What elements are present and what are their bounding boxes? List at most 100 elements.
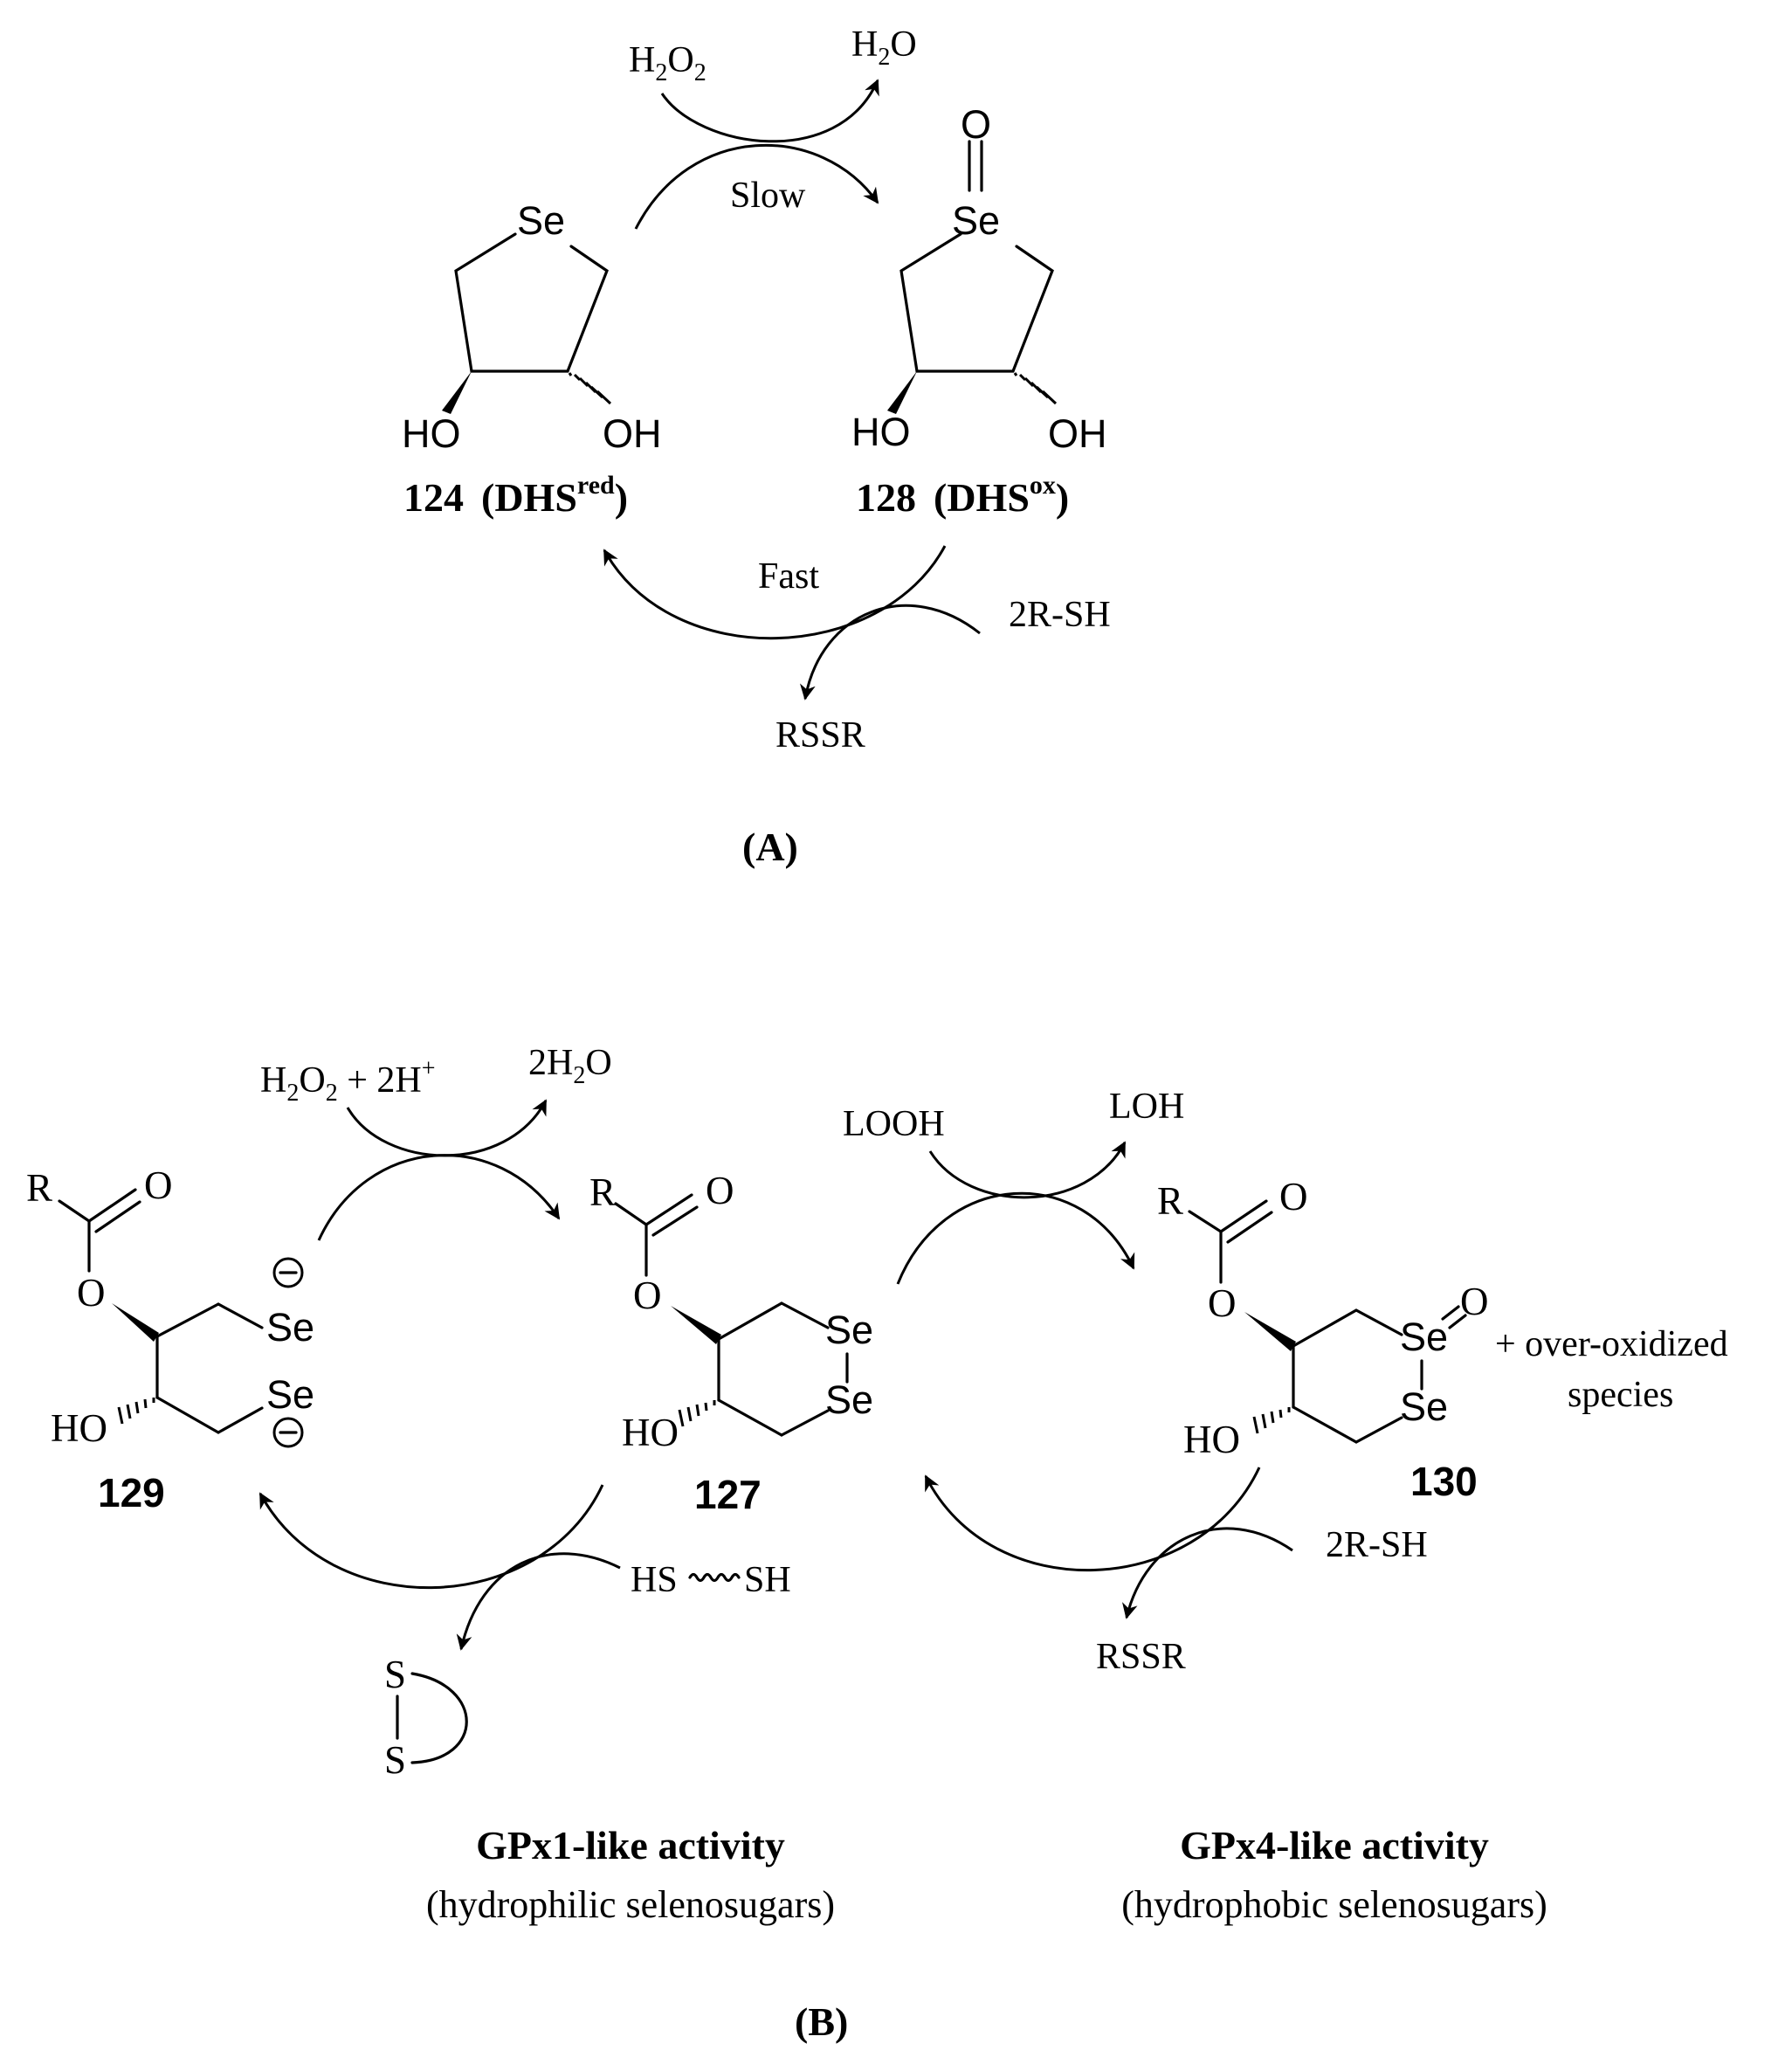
bond [1292,1308,1358,1348]
atom-se-124: Se [517,198,565,243]
bond [87,1188,137,1223]
gpx4-title: GPx4-like activity [1180,1823,1489,1867]
compound-129: R O O Se Se HO 129 [26,1163,314,1515]
atom-se-129b: Se [266,1372,314,1417]
reagent-a-top-out: H2O [851,24,917,71]
panel-a: H2O2 H2O Slow Se HO OH 124(DHSred) [402,24,1111,869]
double-bond [1226,1211,1273,1244]
atom-o-ester-127: O [633,1274,662,1317]
atom-se-129a: Se [266,1305,314,1350]
wedge-bond [442,371,472,414]
wedge-bond [671,1306,721,1344]
wedge-bond [1244,1312,1296,1351]
bond [1188,1210,1223,1233]
atom-se-127b: Se [825,1377,873,1422]
note-species: species [1568,1375,1673,1415]
atom-oh-124: OH [603,411,662,456]
label-127: 127 [694,1472,762,1517]
arrow-b-127-to-130 [896,1191,1135,1285]
wedge-bond [887,371,917,414]
atom-r-130: R [1157,1179,1183,1223]
panel-a-label: (A) [742,825,798,869]
arrow-b-127-to-129 [258,1484,604,1590]
hash-bond [117,1398,155,1425]
reagent-a-bottom-in: 2R-SH [1009,595,1111,635]
hash-bond [568,372,612,405]
reagent-b-dithiol: HS [631,1560,678,1600]
bond [1354,1416,1403,1444]
arrow-b-lipid-peroxide [928,1141,1127,1199]
reagent-a-bottom-out: RSSR [775,715,865,756]
arrow-a-oxidant [660,79,879,143]
atom-se-130a: Se [1400,1315,1448,1359]
arrow-b-130-to-127 [924,1467,1261,1571]
note-over-oxidized: + over-oxidized [1495,1324,1728,1364]
atom-se-130b: Se [1400,1384,1448,1429]
arrow-a-reductant [800,604,981,701]
rate-a-fast: Fast [758,556,819,597]
atom-r-129: R [26,1166,52,1210]
atom-se-127a: Se [825,1308,873,1352]
atom-o-selenoxide-130: O [1460,1280,1489,1323]
hash-bond [1252,1407,1291,1434]
arrow-b-129-to-127 [317,1154,561,1241]
bond [155,1302,220,1338]
atom-s-bottom: S [384,1738,406,1782]
hash-bond [1013,372,1058,405]
double-bond [1448,1314,1467,1329]
double-bond [94,1200,141,1233]
bond [717,1398,783,1437]
reagent-b-right-top-in: LOOH [843,1104,945,1144]
double-bond [651,1205,699,1237]
bond [1354,1308,1403,1336]
ring-arc [410,1672,468,1764]
atom-o-128: O [961,102,991,147]
atom-o-carbonyl-127: O [706,1169,734,1212]
arrow-b-dithiol [456,1552,621,1651]
bond [58,1199,91,1223]
bond [1219,1199,1268,1233]
arrow-a-fast [603,545,947,640]
bond [217,1302,264,1329]
atom-se-128: Se [952,198,1000,243]
reagent-b-right-bottom-in: 2R-SH [1326,1525,1428,1565]
atom-ho-127: HO [622,1411,679,1454]
atom-ho-129: HO [51,1406,107,1450]
gpx4-subtitle: (hydrophobic selenosugars) [1121,1883,1547,1926]
bond [780,1301,830,1329]
gpx1-title: GPx1-like activity [476,1823,785,1867]
compound-128: O Se HO OH 128(DHSox) [851,102,1107,520]
gpx1-subtitle: (hydrophilic selenosugars) [426,1883,835,1926]
compound-124: Se HO OH 124(DHSred) [402,198,662,520]
atom-ho-128: HO [851,410,911,454]
bond [644,1193,693,1226]
negative-charge-icon [272,1257,304,1288]
bond [899,232,1054,373]
reagent-b-left-top-out: 2H2O [528,1043,612,1089]
atom-o-ester-130: O [1208,1281,1237,1325]
reagent-b-right-top-out: LOH [1109,1087,1184,1127]
atom-oh-128: OH [1048,411,1107,456]
rate-a-slow: Slow [730,176,806,216]
atom-o-carbonyl-129: O [144,1163,173,1207]
reagent-a-top-in: H2O2 [629,40,706,86]
reagent-b-dithiol-end: SH [744,1560,791,1600]
atom-o-ester-129: O [77,1271,106,1315]
compound-127: R O O Se Se HO 127 [589,1169,873,1517]
atom-s-top: S [384,1653,406,1696]
label-128: 128(DHSox) [856,471,1069,520]
panel-b-label: (B) [795,1999,848,2044]
label-124: 124(DHSred) [403,471,628,520]
bond [780,1409,830,1437]
atom-ho-130: HO [1183,1418,1240,1461]
label-130: 130 [1410,1459,1478,1504]
wedge-bond [112,1303,159,1342]
bond [614,1202,648,1226]
atom-r-127: R [589,1170,616,1214]
bond [717,1301,783,1341]
double-bond [1441,1305,1460,1321]
arrow-b-peroxide [346,1099,548,1157]
reagent-b-left-top-in: H2O2 + 2H+ [260,1055,436,1107]
arrow-b-thiol [1122,1527,1293,1619]
